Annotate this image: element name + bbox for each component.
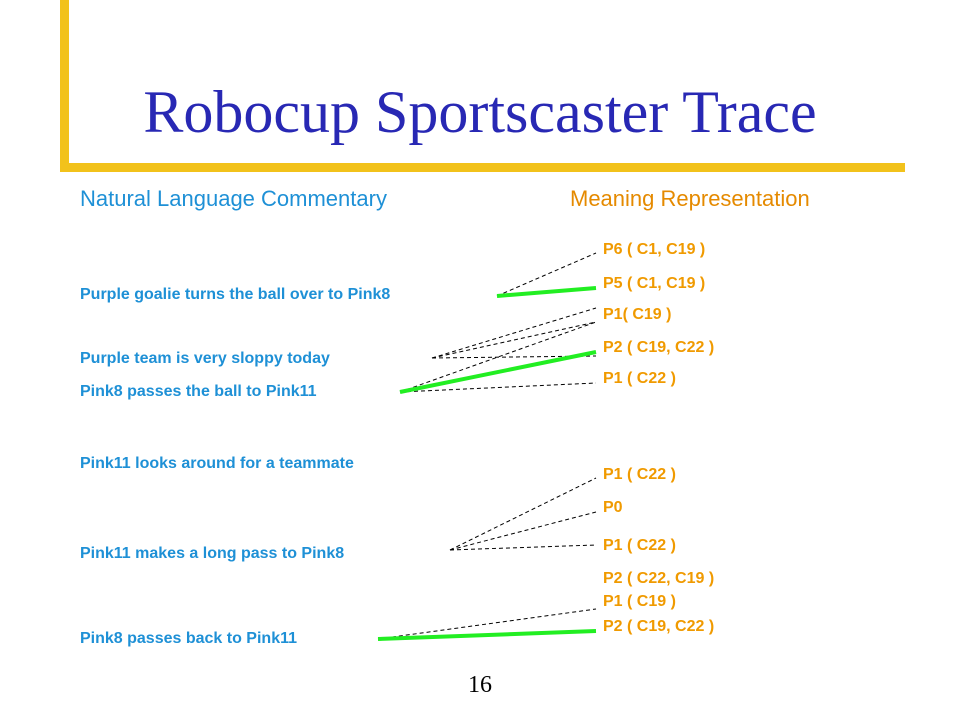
meaning-item: P0 <box>603 499 623 516</box>
candidate-link <box>449 544 597 551</box>
slide-title: Robocup Sportscaster Trace <box>143 79 817 145</box>
title-underline <box>60 163 905 172</box>
meaning-item: P5 ( C1, C19 ) <box>603 275 706 292</box>
matched-link <box>377 629 597 641</box>
header-natural-language: Natural Language Commentary <box>80 186 387 211</box>
commentary-item: Purple goalie turns the ball over to Pin… <box>80 286 391 303</box>
meaning-item: P2 ( C19, C22 ) <box>603 339 715 356</box>
candidate-link <box>449 511 597 551</box>
commentary-item: Pink11 looks around for a teammate <box>80 455 354 472</box>
accent-bar-vertical <box>60 0 69 170</box>
meaning-item: P1 ( C22 ) <box>603 466 676 483</box>
candidate-link <box>399 382 597 393</box>
meaning-item: P6 ( C1, C19 ) <box>603 241 706 258</box>
meaning-item: P1 ( C22 ) <box>603 370 676 387</box>
meaning-item: P2 ( C22, C19 ) <box>603 570 715 587</box>
commentary-item: Pink8 passes the ball to Pink11 <box>80 383 317 400</box>
candidate-link <box>431 307 597 359</box>
candidate-link <box>377 608 597 640</box>
header-meaning-representation: Meaning Representation <box>570 186 810 211</box>
commentary-item: Pink11 makes a long pass to Pink8 <box>80 545 345 562</box>
candidate-link <box>449 477 597 551</box>
matched-link <box>496 286 597 298</box>
meaning-item: P1 ( C19 ) <box>603 593 676 610</box>
meaning-item: P1 ( C22 ) <box>603 537 676 554</box>
candidate-link <box>496 252 597 297</box>
meaning-item: P1( C19 ) <box>603 306 672 323</box>
candidate-link <box>431 321 597 359</box>
commentary-item: Purple team is very sloppy today <box>80 350 330 367</box>
page-number: 16 <box>468 672 492 698</box>
meaning-item: P2 ( C19, C22 ) <box>603 618 715 635</box>
commentary-item: Pink8 passes back to Pink11 <box>80 630 298 647</box>
matched-link <box>399 350 597 394</box>
